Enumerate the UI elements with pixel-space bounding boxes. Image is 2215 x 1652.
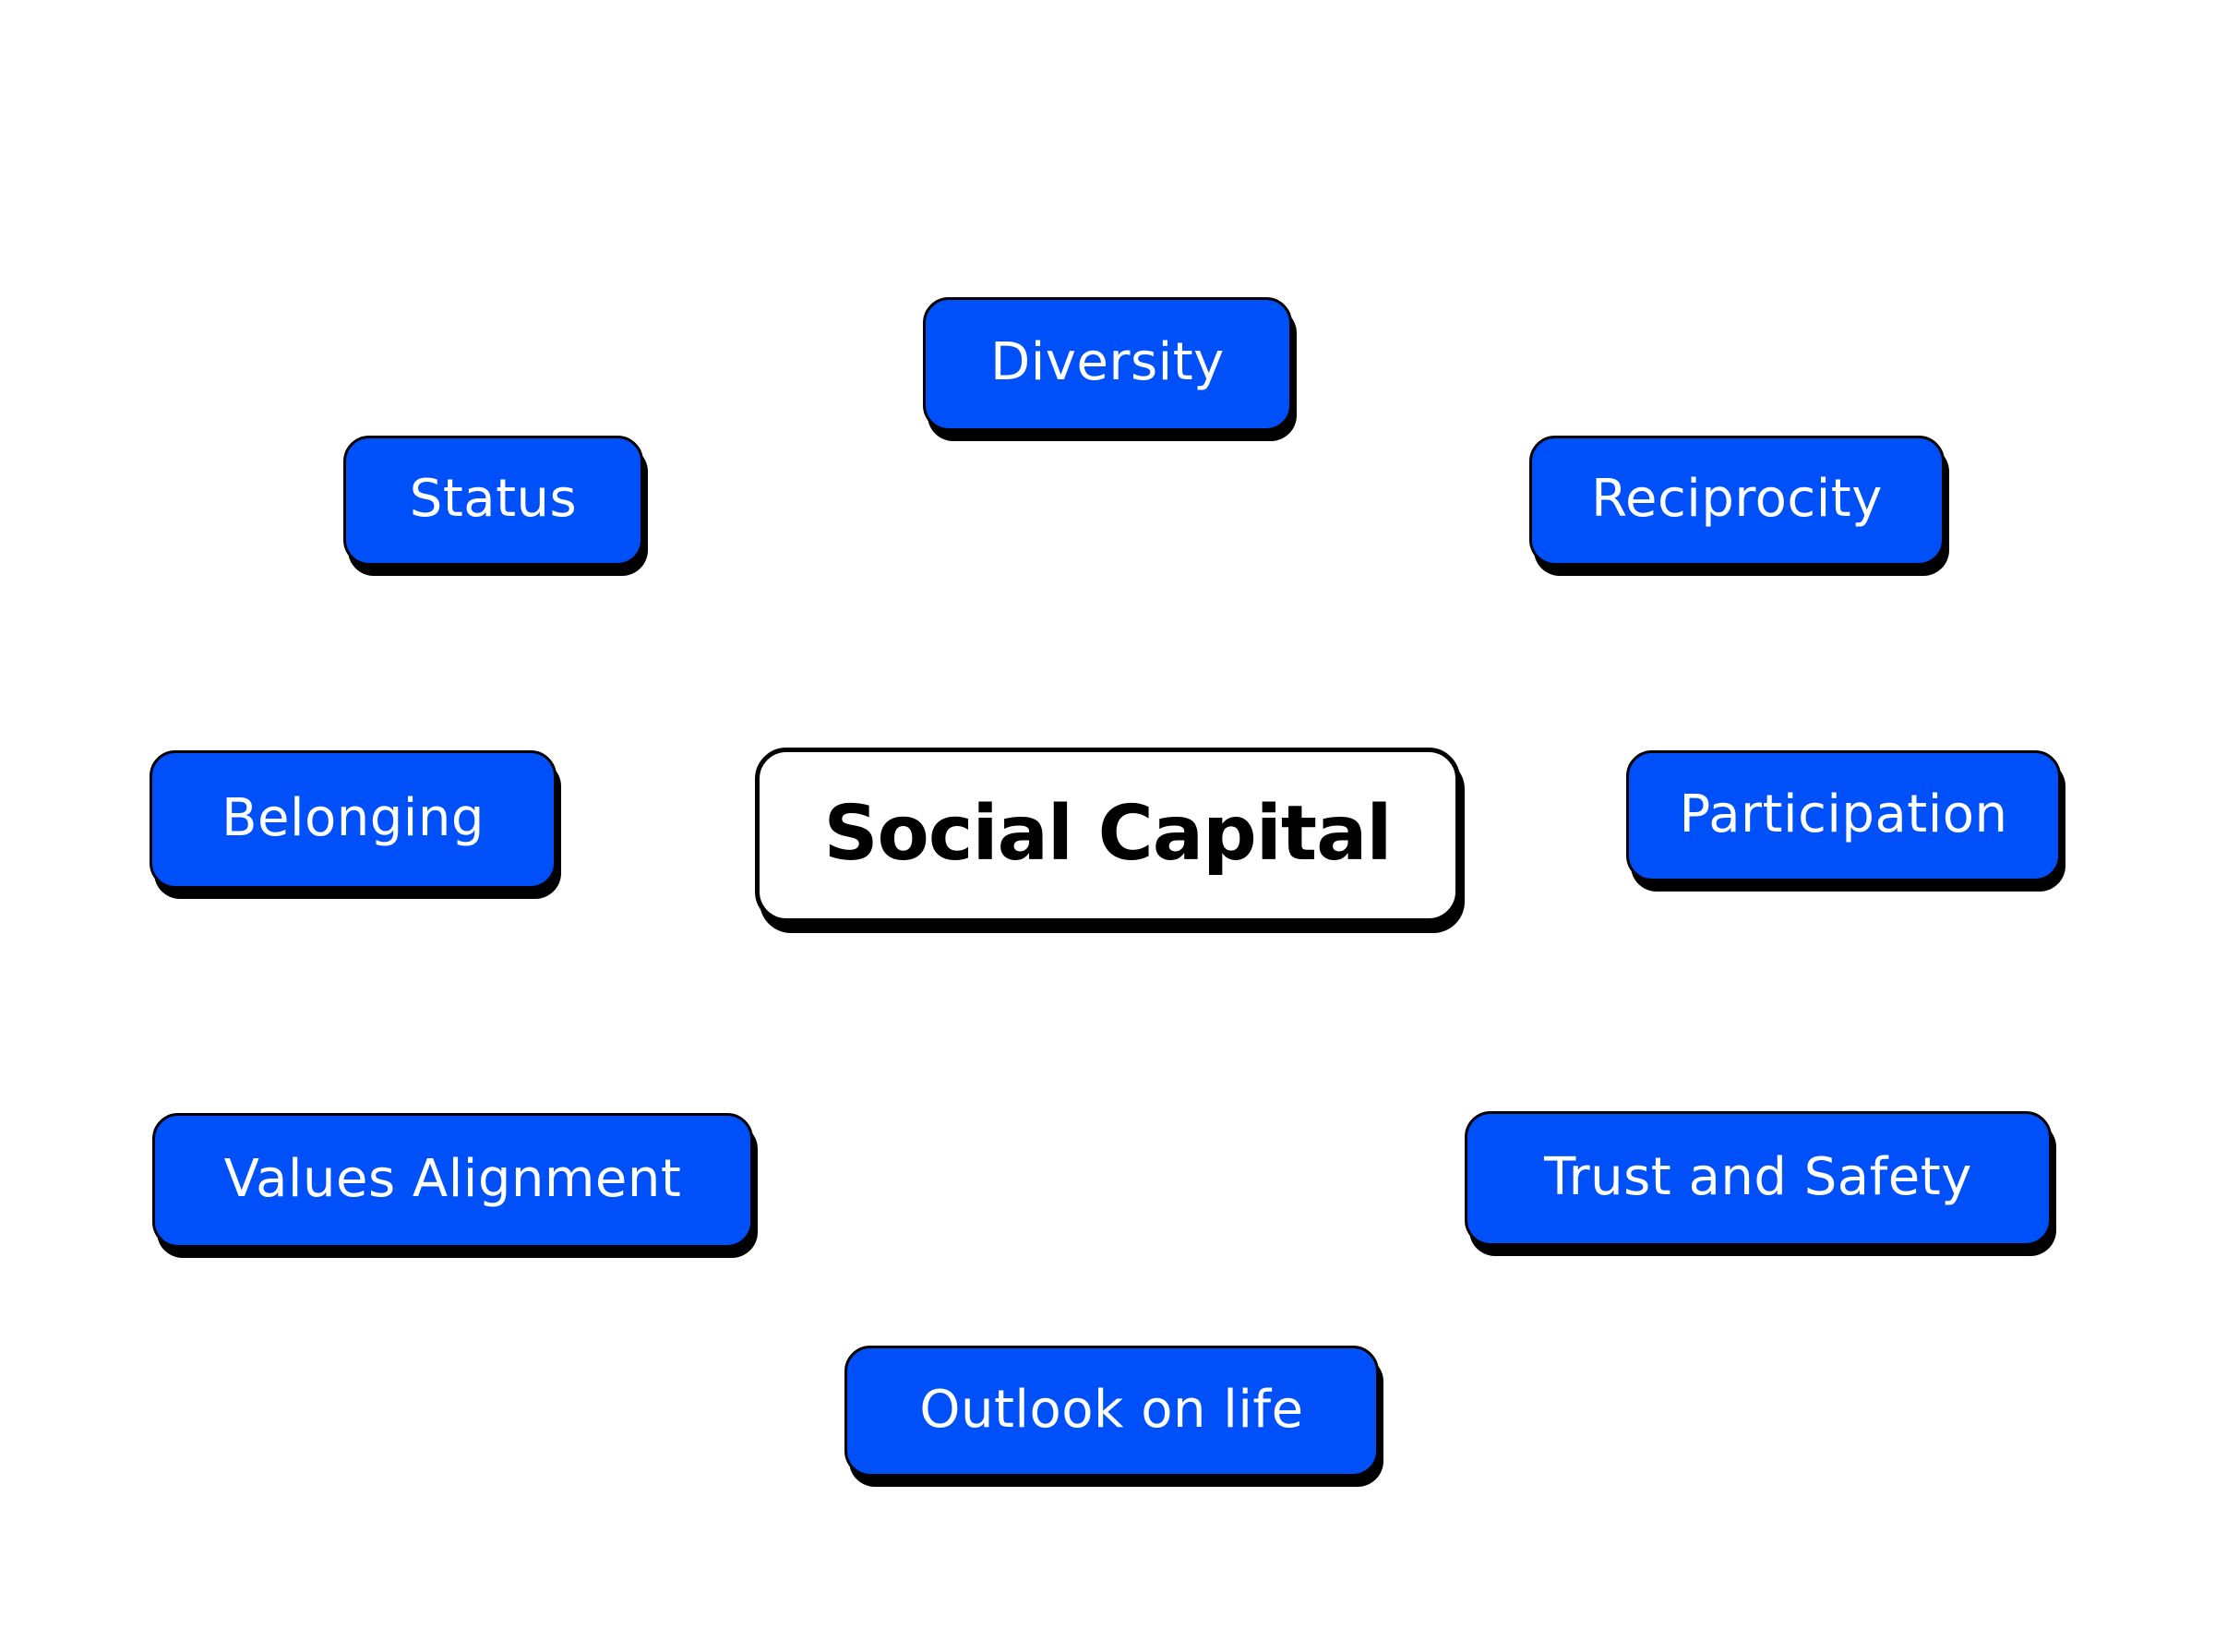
node-trust-and-safety[interactable]: Trust and Safety [1465, 1111, 2052, 1246]
node-belonging[interactable]: Belonging [150, 750, 557, 889]
node-reciprocity[interactable]: Reciprocity [1529, 436, 1945, 566]
node-label: Outlook on life [919, 1379, 1304, 1440]
node-diversity[interactable]: Diversity [923, 297, 1292, 431]
node-label: Diversity [990, 332, 1225, 392]
node-social-capital-center[interactable]: Social Capital [755, 748, 1460, 923]
node-label: Status [409, 469, 578, 529]
node-label: Belonging [222, 787, 485, 848]
node-label: Values Alignment [223, 1148, 682, 1209]
node-label: Participation [1679, 784, 2008, 844]
center-node-label: Social Capital [823, 789, 1392, 878]
node-outlook-on-life[interactable]: Outlook on life [844, 1346, 1379, 1477]
node-label: Trust and Safety [1544, 1146, 1972, 1207]
node-participation[interactable]: Participation [1626, 750, 2061, 881]
node-label: Reciprocity [1591, 469, 1883, 529]
node-values-alignment[interactable]: Values Alignment [152, 1113, 753, 1248]
node-status[interactable]: Status [343, 436, 643, 566]
